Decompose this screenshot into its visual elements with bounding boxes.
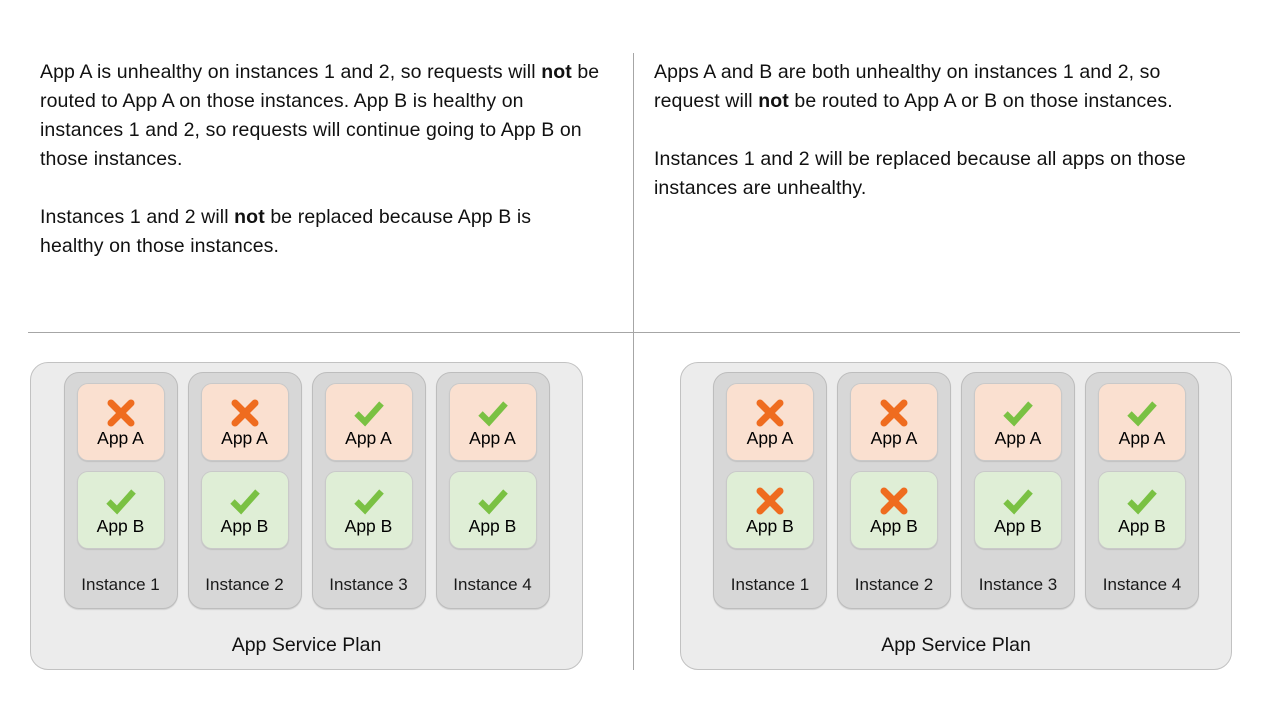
cross-icon	[880, 399, 908, 427]
app-label: App A	[221, 428, 268, 448]
cross-icon	[756, 399, 784, 427]
body-text: be replaced because App B is healthy on …	[40, 206, 532, 257]
app-card-b: App B	[850, 471, 938, 549]
app-service-plan-right: App A App B Instance 1 App A App B Instance 2…	[680, 362, 1232, 670]
check-icon	[1003, 401, 1033, 427]
check-icon	[105, 489, 136, 515]
cross-icon	[107, 399, 134, 427]
instance-label: Instance 4	[453, 575, 532, 594]
app-card-a: App A	[76, 383, 165, 461]
body-text: App A is unhealthy on instances 1 and 2,…	[40, 61, 542, 83]
app-card-a: App A	[200, 383, 289, 461]
instance-label: Instance 2	[205, 575, 284, 594]
app-label: App B	[344, 516, 393, 536]
check-icon	[353, 489, 384, 515]
instance-card: App A App B Instance 2	[187, 372, 302, 609]
app-label: App B	[870, 516, 918, 536]
instance-label: Instance 1	[81, 575, 160, 594]
check-icon	[477, 489, 508, 515]
explanation-text-left: App A is unhealthy on instances 1 and 2,…	[40, 58, 600, 261]
instances-row-right: App A App B Instance 1 App A App B Instance 2…	[681, 372, 1231, 609]
app-card-b: App B	[324, 471, 413, 549]
app-label: App B	[994, 516, 1042, 536]
instance-label: Instance 4	[1102, 575, 1182, 594]
body-text: Instances 1 and 2 will	[40, 206, 235, 228]
check-icon	[1127, 401, 1157, 427]
app-card-b: App B	[974, 471, 1062, 549]
instances-row-left: App A App B Instance 1 App A App B Instance 2…	[31, 372, 582, 609]
instance-card: App A App B Instance 4	[435, 372, 550, 609]
app-label: App B	[468, 516, 517, 536]
app-card-a: App A	[726, 383, 814, 461]
app-label: App B	[96, 516, 145, 536]
body-text: Instances 1 and 2 will be replaced becau…	[654, 148, 1186, 199]
instance-card: App A App B Instance 1	[713, 372, 827, 609]
app-label: App A	[746, 428, 794, 448]
app-card-a: App A	[974, 383, 1062, 461]
cross-icon	[231, 399, 258, 427]
app-label: App B	[746, 516, 794, 536]
app-label: App A	[345, 428, 392, 448]
explanation-text-right: Apps A and B are both unhealthy on insta…	[654, 58, 1214, 203]
instance-card: App A App B Instance 4	[1085, 372, 1199, 609]
instance-label: Instance 1	[730, 575, 810, 594]
app-card-a: App A	[324, 383, 413, 461]
app-label: App B	[1118, 516, 1166, 536]
check-icon	[1003, 489, 1033, 515]
app-label: App A	[97, 428, 144, 448]
body-text: Apps A and B are both unhealthy on insta…	[654, 61, 1161, 112]
emphasis-text: not	[234, 206, 265, 228]
instance-card: App A App B Instance 3	[311, 372, 426, 609]
body-text: be routed to App A on those instances. A…	[40, 61, 600, 170]
check-icon	[477, 401, 508, 427]
emphasis-text: not	[758, 90, 789, 112]
app-card-b: App B	[76, 471, 165, 549]
paragraph: Instances 1 and 2 will not be replaced b…	[40, 203, 600, 261]
check-icon	[353, 401, 384, 427]
instance-card: App A App B Instance 1	[63, 372, 178, 609]
emphasis-text: not	[541, 61, 572, 83]
vertical-divider	[633, 53, 634, 670]
plan-label-left: App Service Plan	[231, 634, 382, 656]
app-card-b: App B	[1098, 471, 1186, 549]
horizontal-divider	[28, 332, 1240, 333]
check-icon	[1127, 489, 1157, 515]
app-label: App B	[220, 516, 269, 536]
cross-icon	[756, 487, 784, 515]
instance-card: App A App B Instance 2	[837, 372, 951, 609]
app-card-b: App B	[726, 471, 814, 549]
app-service-plan-left: App A App B Instance 1 App A App B Instance 2…	[30, 362, 583, 670]
instance-label: Instance 2	[854, 575, 934, 594]
body-text: be routed to App A or B on those instanc…	[788, 90, 1173, 112]
app-card-a: App A	[1098, 383, 1186, 461]
app-card-a: App A	[448, 383, 537, 461]
paragraph: App A is unhealthy on instances 1 and 2,…	[40, 58, 600, 174]
app-label: App A	[870, 428, 918, 448]
paragraph: Apps A and B are both unhealthy on insta…	[654, 58, 1214, 116]
instance-card: App A App B Instance 3	[961, 372, 1075, 609]
app-label: App A	[469, 428, 516, 448]
plan-label-right: App Service Plan	[881, 634, 1031, 656]
cross-icon	[880, 487, 908, 515]
app-card-b: App B	[448, 471, 537, 549]
instance-label: Instance 3	[329, 575, 408, 594]
app-label: App A	[1118, 428, 1166, 448]
app-card-b: App B	[200, 471, 289, 549]
app-label: App A	[994, 428, 1042, 448]
check-icon	[229, 489, 260, 515]
app-card-a: App A	[850, 383, 938, 461]
instance-label: Instance 3	[978, 575, 1058, 594]
paragraph: Instances 1 and 2 will be replaced becau…	[654, 145, 1214, 203]
